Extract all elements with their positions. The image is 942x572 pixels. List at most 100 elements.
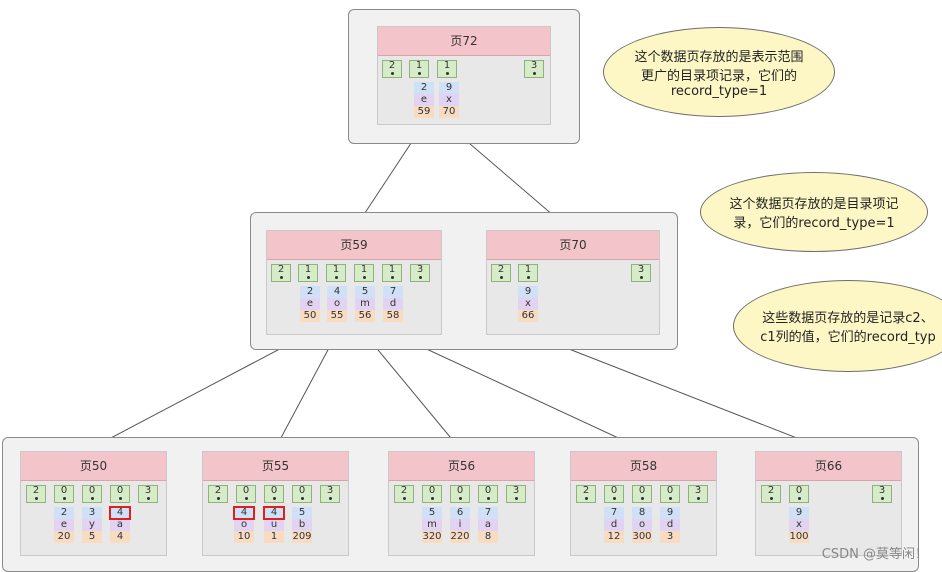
dir-slot: 1	[326, 264, 346, 282]
record-pointer: 59	[414, 106, 434, 118]
record-value: e	[54, 519, 74, 531]
record-value: a	[478, 519, 498, 531]
dir-slot-value: 2	[277, 264, 285, 275]
dir-slot: 0	[236, 485, 256, 503]
watermark: CSDN @莫等闲！	[821, 547, 928, 562]
pointer-dot-icon	[391, 72, 394, 75]
dir-slot: 3	[138, 485, 158, 503]
dir-slot-value: 1	[415, 60, 423, 71]
dir-slot: 2	[576, 485, 596, 503]
record-key: 9	[660, 507, 680, 519]
tree-edge	[89, 332, 311, 450]
dir-slot-value: 0	[428, 485, 436, 496]
dir-slot: 0	[82, 485, 102, 503]
dir-slot-value: 0	[242, 485, 250, 496]
dir-slot-value: 0	[666, 485, 674, 496]
pointer-dot-icon	[63, 497, 66, 500]
record-key: 3	[82, 507, 102, 519]
tree-edge	[363, 332, 461, 450]
record-value: x	[789, 519, 809, 531]
pointer-dot-icon	[798, 497, 801, 500]
record-value: a	[110, 519, 130, 531]
pointer-dot-icon	[533, 72, 536, 75]
dir-slot-value: 0	[60, 485, 68, 496]
pointer-dot-icon	[459, 497, 462, 500]
dir-slot-value: 2	[400, 485, 408, 496]
dir-slot: 2	[208, 485, 228, 503]
callout-middle: 这个数据页存放的是目录项记 录，它们的record_type=1	[700, 172, 928, 252]
record-key: 4	[109, 506, 131, 520]
record-value: x	[518, 298, 538, 310]
dir-slot-value: 3	[416, 264, 424, 275]
dir-slot: 2	[271, 264, 291, 282]
dir-slot-value: 2	[582, 485, 590, 496]
dir-slot: 2	[491, 264, 511, 282]
dir-slot-value: 2	[32, 485, 40, 496]
page-title: 页58	[571, 452, 716, 481]
record-pointer: 1	[264, 531, 284, 543]
data-page-p59: 页59	[266, 230, 442, 335]
record-value: o	[327, 298, 347, 310]
record-pointer: 66	[518, 310, 538, 322]
record-key: 7	[383, 286, 403, 298]
record-key: 4	[233, 506, 255, 520]
dir-slot: 3	[410, 264, 430, 282]
record-key: 5	[355, 286, 375, 298]
pointer-dot-icon	[329, 497, 332, 500]
dir-slot: 0	[789, 485, 809, 503]
dir-slot: 2	[382, 60, 402, 78]
dir-slot: 1	[518, 264, 538, 282]
pointer-dot-icon	[515, 497, 518, 500]
dir-slot: 0	[478, 485, 498, 503]
dir-slot-value: 0	[484, 485, 492, 496]
pointer-dot-icon	[335, 276, 338, 279]
pointer-dot-icon	[363, 276, 366, 279]
record-pointer: 56	[355, 310, 375, 322]
record-pointer: 100	[789, 531, 809, 543]
tree-edge	[274, 332, 338, 450]
record-value: d	[383, 298, 403, 310]
page-title: 页50	[21, 452, 166, 481]
record-pointer: 12	[604, 531, 624, 543]
dir-slot: 0	[604, 485, 624, 503]
dir-slot: 1	[298, 264, 318, 282]
record-pointer: 300	[632, 531, 652, 543]
pointer-dot-icon	[431, 497, 434, 500]
data-page-p70: 页70	[486, 230, 660, 335]
pointer-dot-icon	[91, 497, 94, 500]
dir-slot: 3	[524, 60, 544, 78]
dir-slot-value: 0	[298, 485, 306, 496]
pointer-dot-icon	[881, 497, 884, 500]
dir-slot-value: 0	[116, 485, 124, 496]
dir-slot: 1	[409, 60, 429, 78]
dir-slot-value: 2	[388, 60, 396, 71]
record-value: b	[292, 519, 312, 531]
dir-slot: 0	[292, 485, 312, 503]
pointer-dot-icon	[419, 276, 422, 279]
tree-edge	[527, 332, 826, 451]
dir-slot: 0	[422, 485, 442, 503]
dir-slot: 3	[506, 485, 526, 503]
dir-slot-value: 0	[610, 485, 618, 496]
dir-slot: 2	[26, 485, 46, 503]
page-title: 页72	[378, 27, 550, 56]
record-pointer: 3	[660, 531, 680, 543]
dir-slot: 1	[437, 60, 457, 78]
callout-top-line1: 这个数据页存放的是表示范围	[634, 49, 804, 65]
record-value: y	[82, 519, 102, 531]
callout-bottom-line2: c1列的值，它们的record_typ	[760, 330, 936, 345]
dir-slot-value: 1	[304, 264, 312, 275]
record-key: 2	[54, 507, 74, 519]
pointer-dot-icon	[669, 497, 672, 500]
record-pointer: 8	[478, 531, 498, 543]
data-page-p72: 页72	[377, 26, 551, 125]
pointer-dot-icon	[446, 72, 449, 75]
record-key: 2	[300, 286, 320, 298]
